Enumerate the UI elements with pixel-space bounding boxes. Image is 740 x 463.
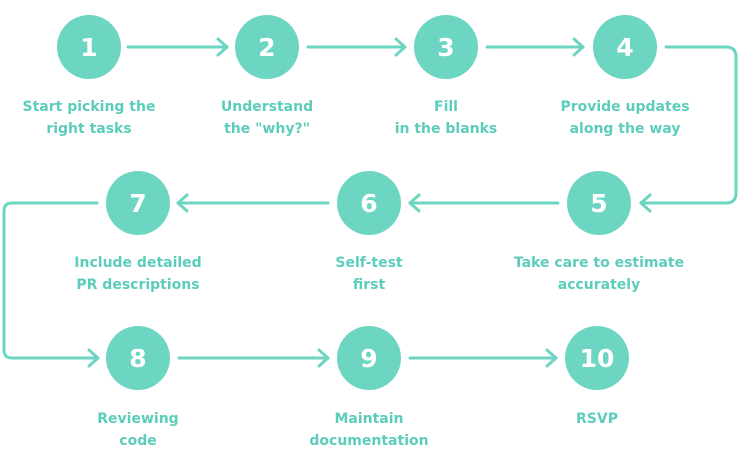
step-1-number: 1 xyxy=(80,32,98,62)
step-5-number: 5 xyxy=(590,188,608,218)
step-1-label-line-2: right tasks xyxy=(46,121,132,137)
step-9-circle: 9 xyxy=(337,326,401,390)
step-4-label-line-1: Provide updates xyxy=(560,99,690,115)
step-7-label-line-2: PR descriptions xyxy=(76,277,200,293)
step-2-circle: 2 xyxy=(235,15,299,79)
step-2-label: Understand the "why?" xyxy=(167,96,367,140)
connector-4-5 xyxy=(639,45,738,205)
step-6-label: Self-test first xyxy=(269,252,469,296)
step-4-circle: 4 xyxy=(593,15,657,79)
step-7-label: Include detailed PR descriptions xyxy=(38,252,238,296)
step-3-label: Fill in the blanks xyxy=(346,96,546,140)
step-9-label-line-1: Maintain xyxy=(334,411,404,427)
step-4-label-line-2: along the way xyxy=(569,121,681,137)
arrowhead-3-4 xyxy=(572,37,585,57)
arrowhead-4-5 xyxy=(639,193,652,213)
step-8-label-line-2: code xyxy=(119,433,157,449)
step-9-label: Maintain documentation xyxy=(269,408,469,452)
arrowhead-8-9 xyxy=(317,348,330,368)
step-3-number: 3 xyxy=(437,32,455,62)
step-9-number: 9 xyxy=(360,343,378,373)
step-3-label-line-2: in the blanks xyxy=(394,121,498,137)
step-7-circle: 7 xyxy=(106,171,170,235)
step-7-number: 7 xyxy=(129,188,147,218)
step-1-label: Start picking the right tasks xyxy=(0,96,189,140)
step-6-label-line-2: first xyxy=(352,277,386,293)
step-1-label-line-1: Start picking the xyxy=(22,99,156,115)
step-2-label-line-1: Understand xyxy=(220,99,314,115)
arrowhead-1-2 xyxy=(216,37,229,57)
step-6-label-line-1: Self-test xyxy=(335,255,403,271)
connector-7-8 xyxy=(2,201,100,360)
step-2-label-line-2: the "why?" xyxy=(224,121,310,137)
step-10-label: RSVP xyxy=(497,408,697,430)
step-6-circle: 6 xyxy=(337,171,401,235)
step-5-label: Take care to estimate accurately xyxy=(499,252,699,296)
step-5-circle: 5 xyxy=(567,171,631,235)
arrowhead-9-10 xyxy=(545,348,558,368)
step-8-label-line-1: Reviewing xyxy=(97,411,179,427)
step-3-circle: 3 xyxy=(414,15,478,79)
step-8-label: Reviewing code xyxy=(38,408,238,452)
arrowhead-2-3 xyxy=(394,37,407,57)
arrowhead-5-6 xyxy=(408,193,421,213)
step-7-label-line-1: Include detailed xyxy=(74,255,202,271)
step-3-label-line-1: Fill xyxy=(434,99,458,115)
step-8-circle: 8 xyxy=(106,326,170,390)
step-5-label-line-2: accurately xyxy=(557,277,641,293)
step-5-label-line-1: Take care to estimate xyxy=(513,255,685,271)
arrowhead-7-8 xyxy=(87,348,100,368)
step-8-number: 8 xyxy=(129,343,147,373)
step-6-number: 6 xyxy=(360,188,378,218)
step-9-label-line-2: documentation xyxy=(309,433,429,449)
step-10-circle: 10 xyxy=(565,326,629,390)
arrowhead-6-7 xyxy=(176,193,189,213)
step-1-circle: 1 xyxy=(57,15,121,79)
step-10-number: 10 xyxy=(579,343,615,373)
step-2-number: 2 xyxy=(258,32,276,62)
step-4-label: Provide updates along the way xyxy=(525,96,725,140)
step-4-number: 4 xyxy=(616,32,634,62)
step-10-label-line-1: RSVP xyxy=(576,411,618,427)
